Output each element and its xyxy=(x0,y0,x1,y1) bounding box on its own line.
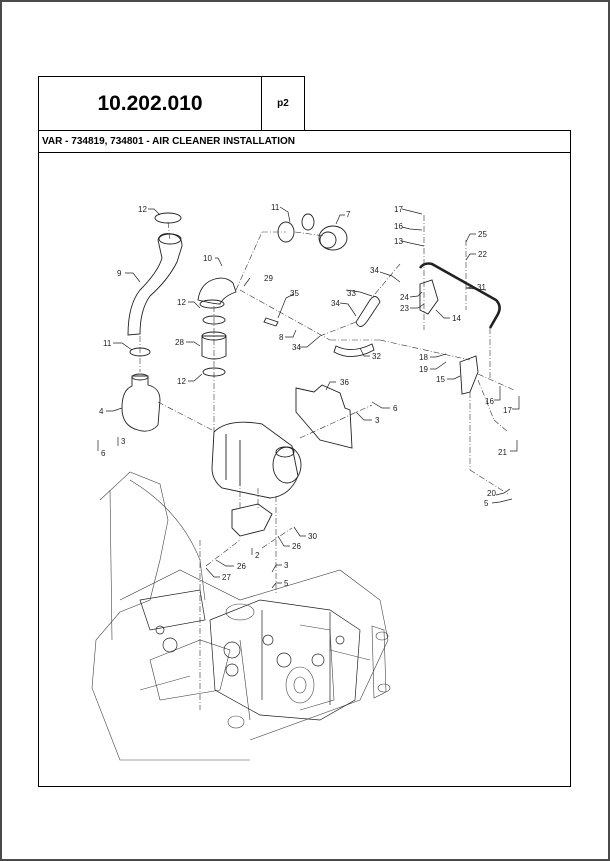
hose-part xyxy=(355,296,381,327)
exploded-parts-diagram: 12 9 11 4 3 6 10 29 12 28 12 11 7 35 8 3… xyxy=(91,203,520,761)
callout-4: 4 xyxy=(99,407,104,416)
callout-12: 12 xyxy=(138,205,147,214)
callout-26: 26 xyxy=(292,542,301,551)
coolant-tube-part xyxy=(418,262,501,329)
callout-16: 16 xyxy=(394,222,403,231)
callout-6: 6 xyxy=(393,404,398,413)
clamp-part xyxy=(154,212,182,224)
hose-part xyxy=(333,343,375,357)
callout-3: 3 xyxy=(375,416,380,425)
frame-top-mask xyxy=(305,75,573,130)
callout-7: 7 xyxy=(346,210,351,219)
callout-25: 25 xyxy=(478,230,487,239)
callout-21: 21 xyxy=(498,448,507,457)
callout-35: 35 xyxy=(290,289,299,298)
page-title: VAR - 734819, 734801 - AIR CLEANER INSTA… xyxy=(38,130,571,153)
callout-23: 23 xyxy=(400,304,409,313)
callout-29: 29 xyxy=(264,274,273,283)
intake-hose-part xyxy=(127,233,183,336)
callout-12: 12 xyxy=(177,298,186,307)
elbow-part xyxy=(197,277,237,305)
page-number: p2 xyxy=(261,76,305,131)
callout-34: 34 xyxy=(292,343,301,352)
precleaner-cap-part xyxy=(121,375,161,432)
callout-34: 34 xyxy=(370,266,379,275)
shield-plate-part xyxy=(295,384,353,449)
callout-33: 33 xyxy=(347,289,356,298)
callout-26: 26 xyxy=(237,562,246,571)
callout-27: 27 xyxy=(222,573,231,582)
callout-6: 6 xyxy=(101,449,106,458)
callout-20: 20 xyxy=(487,489,496,498)
callout-10: 10 xyxy=(203,254,212,263)
callout-15: 15 xyxy=(436,375,445,384)
callout-11: 11 xyxy=(103,339,112,348)
bracket-part xyxy=(419,279,439,315)
machine-frame-part xyxy=(91,471,250,761)
section-code: 10.202.010 xyxy=(38,76,262,131)
callout-32: 32 xyxy=(372,352,381,361)
callout-8: 8 xyxy=(279,333,284,342)
callout-36: 36 xyxy=(340,378,349,387)
callout-3: 3 xyxy=(284,561,289,570)
callout-17: 17 xyxy=(394,205,403,214)
mounting-bracket-part xyxy=(231,503,273,537)
bracket-part xyxy=(459,355,479,395)
callout-14: 14 xyxy=(452,314,461,323)
callout-5: 5 xyxy=(484,499,489,508)
callout-12: 12 xyxy=(177,377,186,386)
callout-2: 2 xyxy=(255,551,260,560)
callout-5: 5 xyxy=(284,579,289,588)
callout-3: 3 xyxy=(121,437,126,446)
callout-17: 17 xyxy=(503,406,512,415)
callout-30: 30 xyxy=(308,532,317,541)
callout-34: 34 xyxy=(331,299,340,308)
callout-28: 28 xyxy=(175,338,184,347)
callout-31: 31 xyxy=(477,283,486,292)
clamp-part xyxy=(301,213,315,231)
sleeve-part xyxy=(201,335,227,360)
air-cleaner-part xyxy=(211,421,299,499)
callout-18: 18 xyxy=(419,353,428,362)
adapter-part xyxy=(318,225,348,251)
callout-19: 19 xyxy=(419,365,428,374)
pin-part xyxy=(263,317,279,327)
callout-24: 24 xyxy=(400,293,409,302)
engine-part xyxy=(139,589,361,721)
clamp-part xyxy=(202,315,226,325)
callout-11: 11 xyxy=(271,203,280,212)
callout-16: 16 xyxy=(485,397,494,406)
callout-9: 9 xyxy=(117,269,122,278)
callout-22: 22 xyxy=(478,250,487,259)
callout-13: 13 xyxy=(394,237,403,246)
